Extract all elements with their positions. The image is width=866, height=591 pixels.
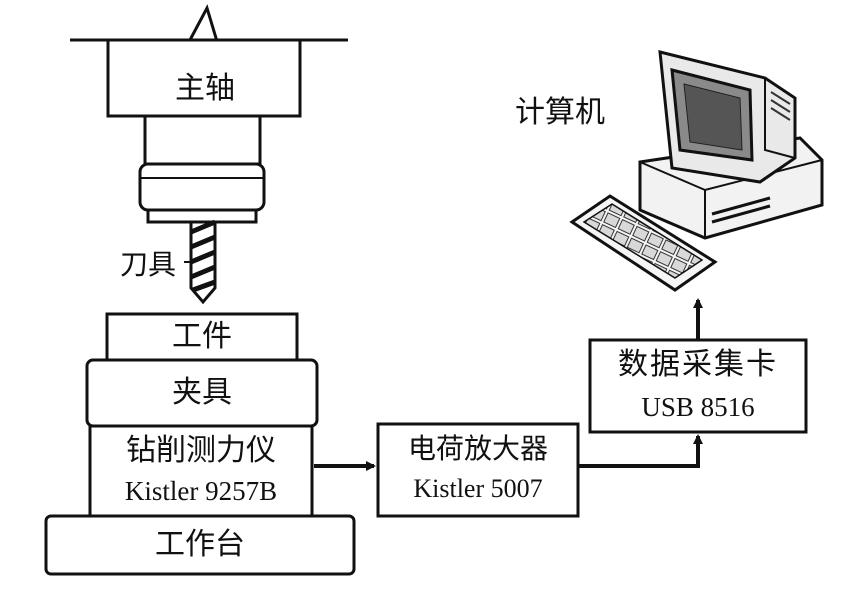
spindle-label: 主轴 xyxy=(175,71,235,106)
tool-label: 刀具 xyxy=(119,248,176,281)
computer-label: 计算机 xyxy=(515,95,605,130)
charge-amplifier-label: 电荷放大器 xyxy=(407,432,548,465)
dynamometer-box xyxy=(88,424,314,518)
workpiece-box xyxy=(105,312,299,362)
daq-card-model-label: USB 8516 xyxy=(641,392,755,422)
worktable-label: 工作台 xyxy=(155,527,245,562)
drill-tool xyxy=(189,219,217,305)
spindle xyxy=(70,4,348,224)
worktable-box xyxy=(44,514,356,576)
arrow-amplifier-to-daq xyxy=(578,434,703,468)
fixture-label: 夹具 xyxy=(172,375,232,410)
workpiece-label: 工件 xyxy=(172,319,232,354)
daq-card-box xyxy=(588,338,808,434)
charge-amplifier-box xyxy=(376,422,580,518)
charge-amplifier-model-label: Kistler 5007 xyxy=(413,474,543,503)
dynamometer-label: 钻削测力仪 xyxy=(126,433,276,468)
dynamometer-model-label: Kistler 9257B xyxy=(124,476,278,506)
computer-illustration xyxy=(569,50,824,292)
daq-card-label: 数据采集卡 xyxy=(618,347,778,382)
